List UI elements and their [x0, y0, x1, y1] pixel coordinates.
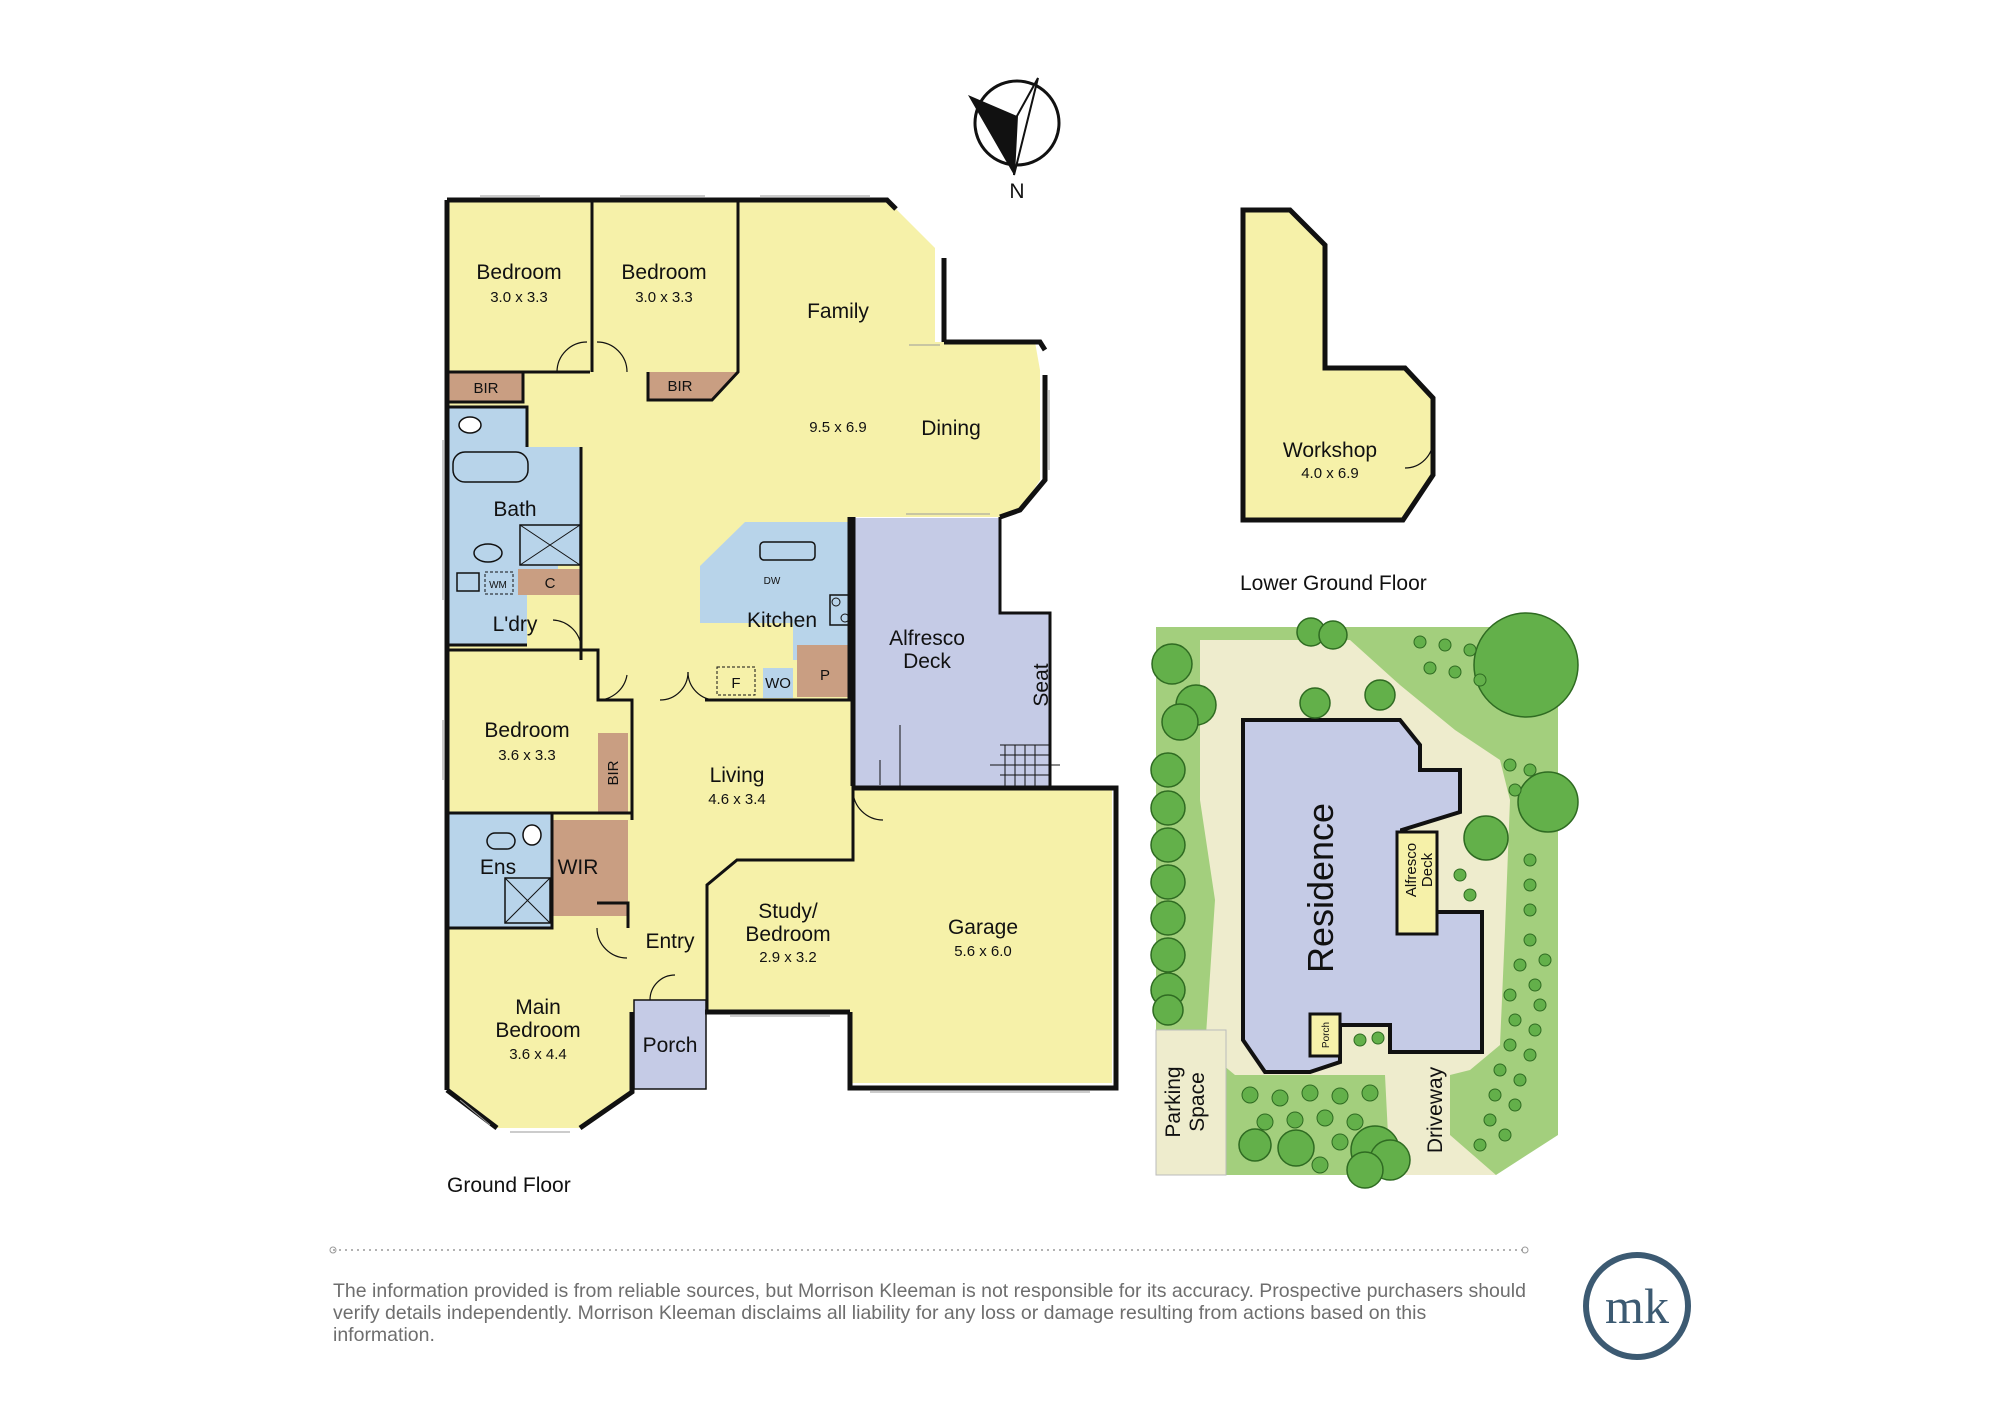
- ground-floor-plan: Bedroom 3.0 x 3.3 Bedroom 3.0 x 3.3 Fami…: [442, 195, 1119, 1197]
- site-plan: Residence Alfresco Deck Porch Parking Sp…: [1150, 612, 1579, 1189]
- ensuite-label: Ens: [480, 856, 516, 879]
- bir-1-label: BIR: [473, 380, 498, 397]
- workshop-area: [1240, 207, 1436, 523]
- bedroom-2-name: Bedroom: [621, 261, 706, 284]
- site-alfresco-line1: Alfresco: [1403, 843, 1420, 897]
- bedroom-3-dim: 3.6 x 3.3: [498, 747, 556, 764]
- north-compass-icon: N: [968, 77, 1061, 203]
- bir-2-area: [648, 372, 738, 400]
- wall-oven-label: WO: [765, 675, 791, 692]
- bath-fixtures: [452, 416, 581, 924]
- parking-space: [1155, 1029, 1227, 1176]
- site-alfresco-deck: [1395, 830, 1439, 936]
- living-name: Living: [710, 764, 765, 787]
- parking-line1: Parking: [1162, 1066, 1185, 1137]
- parking-line2: Space: [1186, 1072, 1209, 1132]
- dishwasher-label: DW: [764, 576, 781, 587]
- kitchen-bench: [700, 522, 851, 660]
- alfresco-label-line2: Deck: [903, 650, 951, 673]
- main-bedroom-name-line2: Bedroom: [495, 1019, 580, 1042]
- ground-floor-title: Ground Floor: [447, 1174, 571, 1197]
- bedroom-1-name: Bedroom: [476, 261, 561, 284]
- residence-label: Residence: [1300, 803, 1341, 973]
- entry-label: Entry: [645, 930, 695, 953]
- doors: [552, 341, 884, 1001]
- wir-area: [552, 820, 628, 916]
- lower-ground-floor-plan: Workshop 4.0 x 6.9 Lower Ground Floor: [1240, 207, 1436, 595]
- bir-2-label: BIR: [667, 378, 692, 395]
- alfresco-stairs: [879, 725, 1060, 786]
- site-shrubs: [1241, 635, 1552, 1174]
- bedroom-3-name: Bedroom: [484, 719, 569, 742]
- garage-dim: 5.6 x 6.0: [954, 943, 1012, 960]
- cupboard-area: [518, 569, 581, 595]
- site-trees: [1150, 612, 1579, 1189]
- fridge-label: F: [731, 675, 740, 692]
- pantry-area: [797, 645, 853, 697]
- residence-block: [1241, 718, 1484, 1074]
- main-bedroom-dim: 3.6 x 4.4: [509, 1046, 567, 1063]
- pantry-label: P: [820, 667, 830, 684]
- workshop-dim: 4.0 x 6.9: [1301, 465, 1359, 482]
- main-bedroom-name-line1: Main: [515, 996, 561, 1019]
- wm-label: WM: [489, 580, 507, 591]
- alfresco-deck-area: [853, 518, 1050, 786]
- bedroom-1-dim: 3.0 x 3.3: [490, 289, 548, 306]
- kitchen-label: Kitchen: [747, 609, 817, 632]
- driveway-label: Driveway: [1424, 1066, 1447, 1153]
- site-porch-label: Porch: [1321, 1022, 1332, 1048]
- windows: [442, 195, 1090, 1133]
- laundry-label: L'dry: [493, 613, 538, 636]
- workshop-name: Workshop: [1283, 439, 1377, 462]
- family-label: Family: [807, 300, 869, 323]
- bath-label: Bath: [493, 498, 536, 521]
- disclaimer-text: The information provided is from reliabl…: [333, 1280, 1526, 1346]
- wir-label: WIR: [558, 856, 599, 879]
- kitchen-fixtures: [716, 541, 851, 696]
- lower-ground-floor-title: Lower Ground Floor: [1240, 572, 1427, 595]
- seat-label: Seat: [1030, 663, 1053, 706]
- site-porch-area: [1308, 1012, 1342, 1058]
- study-name-line2: Bedroom: [745, 923, 830, 946]
- bir-3-label: BIR: [605, 760, 622, 785]
- compass-north-label: N: [1009, 180, 1024, 203]
- bir-3-area: [598, 733, 628, 813]
- mk-logo-text: mk: [1605, 1278, 1669, 1334]
- garage-name: Garage: [948, 916, 1018, 939]
- family-dining-dim: 9.5 x 6.9: [809, 419, 867, 436]
- site-alfresco-line2: Deck: [1419, 852, 1436, 887]
- study-dim: 2.9 x 3.2: [759, 949, 817, 966]
- bedroom-2-dim: 3.0 x 3.3: [635, 289, 693, 306]
- cupboard-label: C: [545, 575, 556, 592]
- porch-label: Porch: [643, 1034, 698, 1057]
- dining-label: Dining: [921, 417, 981, 440]
- alfresco-label-line1: Alfresco: [889, 627, 965, 650]
- study-name-line1: Study/: [758, 900, 818, 923]
- mk-logo-icon: mk: [1583, 1252, 1691, 1360]
- wall-oven: [763, 668, 793, 698]
- bir-1-area: [449, 372, 524, 402]
- living-dim: 4.6 x 3.4: [708, 791, 766, 808]
